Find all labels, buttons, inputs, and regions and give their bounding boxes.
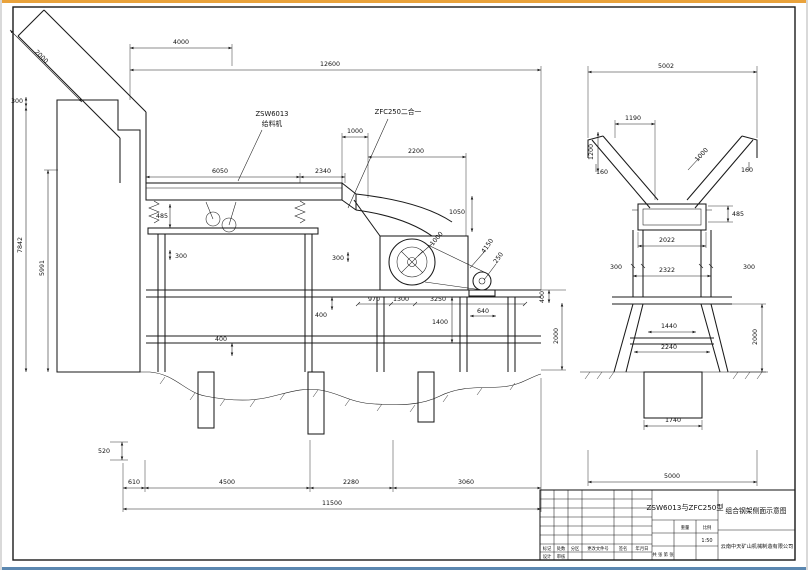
dim-label: 3060 (458, 479, 474, 486)
dim-label: 485 (732, 211, 744, 218)
dim-label: 4000 (173, 39, 189, 46)
dim-label: 1300 (393, 296, 409, 303)
dim-label: 5002 (658, 63, 674, 70)
dim-label: 2022 (659, 237, 675, 244)
dim-label: 160 (741, 167, 753, 174)
dim-label: 1740 (665, 417, 681, 424)
dim-label: 1200 (588, 144, 595, 160)
weight-label: 重量 (681, 524, 690, 531)
dim-label: 250 (492, 251, 505, 265)
feeder-model-label: ZSW6013 (256, 110, 289, 118)
dim-label: 300 (175, 253, 187, 260)
dim-label: 970 (368, 296, 380, 303)
top-edge-strip (0, 0, 808, 3)
dim-label: 640 (477, 308, 489, 315)
dim-label: 2322 (659, 267, 675, 274)
scale-label: 比例 (703, 524, 712, 531)
soil-hatch (159, 376, 516, 413)
rev-col-label: 标记 (543, 545, 552, 552)
rev-col-label: 更改文件号 (587, 545, 608, 552)
title-block: 标记 处数 分区 更改文件号 签名 年月日 设计 审核 ZSW6013与ZFC2… (539, 489, 796, 561)
dim-label: 2000 (33, 49, 49, 65)
dim-label: 1000 (694, 147, 710, 163)
sign-row-label: 审核 (557, 553, 566, 560)
frame-dims: 400 400 1400 400 2000 (215, 289, 566, 371)
dim-label: 300 (610, 264, 622, 271)
end-ground (580, 371, 768, 419)
dim-label: 1000 (429, 231, 445, 248)
dim-label: 1050 (449, 209, 465, 216)
dim-label: 400 (539, 291, 546, 303)
crusher-label: ZFC250二合一 (375, 107, 422, 116)
main-side-view: 2000 300 7842 5991 4000 12600 ZSW6013 给料… (9, 9, 566, 512)
right-edge-strip (806, 0, 808, 570)
end-dims: 5002 1190 1200 160 160 1000 485 2022 232… (587, 63, 766, 486)
dim-label: 160 (596, 169, 608, 176)
dim-label: 4150 (480, 238, 495, 255)
dim-label: 2000 (553, 328, 560, 344)
dim-chute-2000: 2000 (9, 29, 83, 103)
ground-main (57, 371, 542, 435)
dim-label: 400 (315, 312, 327, 319)
dim-label: 1190 (625, 115, 641, 122)
feeder-name-label: 给料机 (262, 119, 283, 128)
rev-col-label: 年月日 (636, 545, 649, 552)
dim-label: 400 (215, 336, 227, 343)
model-designation: ZSW6013与ZFC250型 (646, 503, 723, 512)
dim-label: 520 (98, 448, 110, 455)
dim-label: 300 (743, 264, 755, 271)
crusher (353, 193, 496, 297)
dim-label: 6050 (212, 168, 228, 175)
dim-label: 11500 (322, 500, 342, 507)
rev-col-label: 分区 (571, 545, 580, 552)
dim-label: 2000 (752, 329, 759, 345)
bottom-dims: 520 610 4500 2280 3060 11500 (98, 378, 542, 512)
dim-label: 5000 (664, 473, 680, 480)
sign-row-label: 设计 (543, 553, 552, 560)
end-frame (612, 230, 732, 373)
retaining-wall (56, 99, 141, 373)
steel-frame (146, 234, 541, 372)
dim-label: 485 (156, 213, 168, 220)
equipment-labels: ZSW6013 给料机 ZFC250二合一 (237, 107, 422, 209)
dim-label: 2280 (343, 479, 359, 486)
dim-label: 12600 (320, 61, 340, 68)
end-trough (632, 203, 712, 231)
dim-label: 3250 (430, 296, 446, 303)
bottom-edge-strip (0, 567, 808, 570)
dim-label: 2200 (408, 148, 424, 155)
left-edge-strip (0, 0, 2, 570)
dim-label: 610 (128, 479, 140, 486)
dim-label: 7842 (17, 237, 24, 253)
scale-value: 1:50 (701, 538, 712, 544)
end-view: 5002 1190 1200 160 160 1000 485 2022 232… (580, 63, 768, 486)
dim-label: 2240 (661, 344, 677, 351)
dim-label: 1000 (347, 128, 363, 135)
feeder-dims: 6050 2340 485 300 300 (145, 168, 350, 262)
dim-label: 1440 (661, 323, 677, 330)
end-hopper (587, 135, 758, 209)
dim-label: 2340 (315, 168, 331, 175)
sheet-label: 共 张 第 张 (652, 551, 674, 558)
dim-label: 300 (332, 255, 344, 262)
dim-label: 1400 (432, 319, 448, 326)
drawing-title: 组合钢架侧面示意图 (725, 506, 786, 515)
dim-label: 300 (11, 98, 23, 105)
left-vertical-dims: 300 7842 5991 (11, 97, 58, 372)
drawing-frame (12, 6, 796, 561)
dim-label: 4500 (219, 479, 235, 486)
feed-chute (17, 9, 147, 183)
dim-label: 5991 (39, 260, 46, 276)
rev-col-label: 处数 (557, 545, 566, 552)
rev-col-label: 签名 (619, 545, 628, 552)
top-dims: 4000 12600 (129, 39, 542, 290)
company-name: 云南中天矿山机械制造有限公司 (721, 542, 794, 550)
feeder-body (145, 182, 357, 235)
